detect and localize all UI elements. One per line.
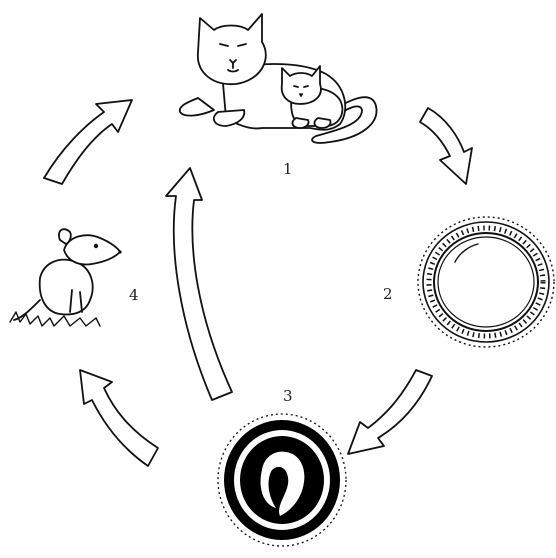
arrow-1-to-2 bbox=[420, 108, 472, 184]
stage-1-label: 1 bbox=[283, 162, 293, 177]
oocyst-icon bbox=[418, 217, 554, 347]
sporulated-oocyst-icon bbox=[218, 414, 346, 546]
mouse-icon bbox=[10, 229, 122, 326]
stage-2-label: 2 bbox=[383, 287, 393, 302]
arrow-3-to-4 bbox=[80, 370, 158, 466]
stage-3-label: 3 bbox=[283, 389, 293, 404]
arrow-4-to-1 bbox=[44, 100, 132, 184]
cat-icon bbox=[180, 14, 377, 143]
arrow-3-to-1 bbox=[166, 168, 232, 400]
arrow-2-to-3 bbox=[348, 370, 432, 454]
stage-4-label: 4 bbox=[129, 288, 139, 303]
